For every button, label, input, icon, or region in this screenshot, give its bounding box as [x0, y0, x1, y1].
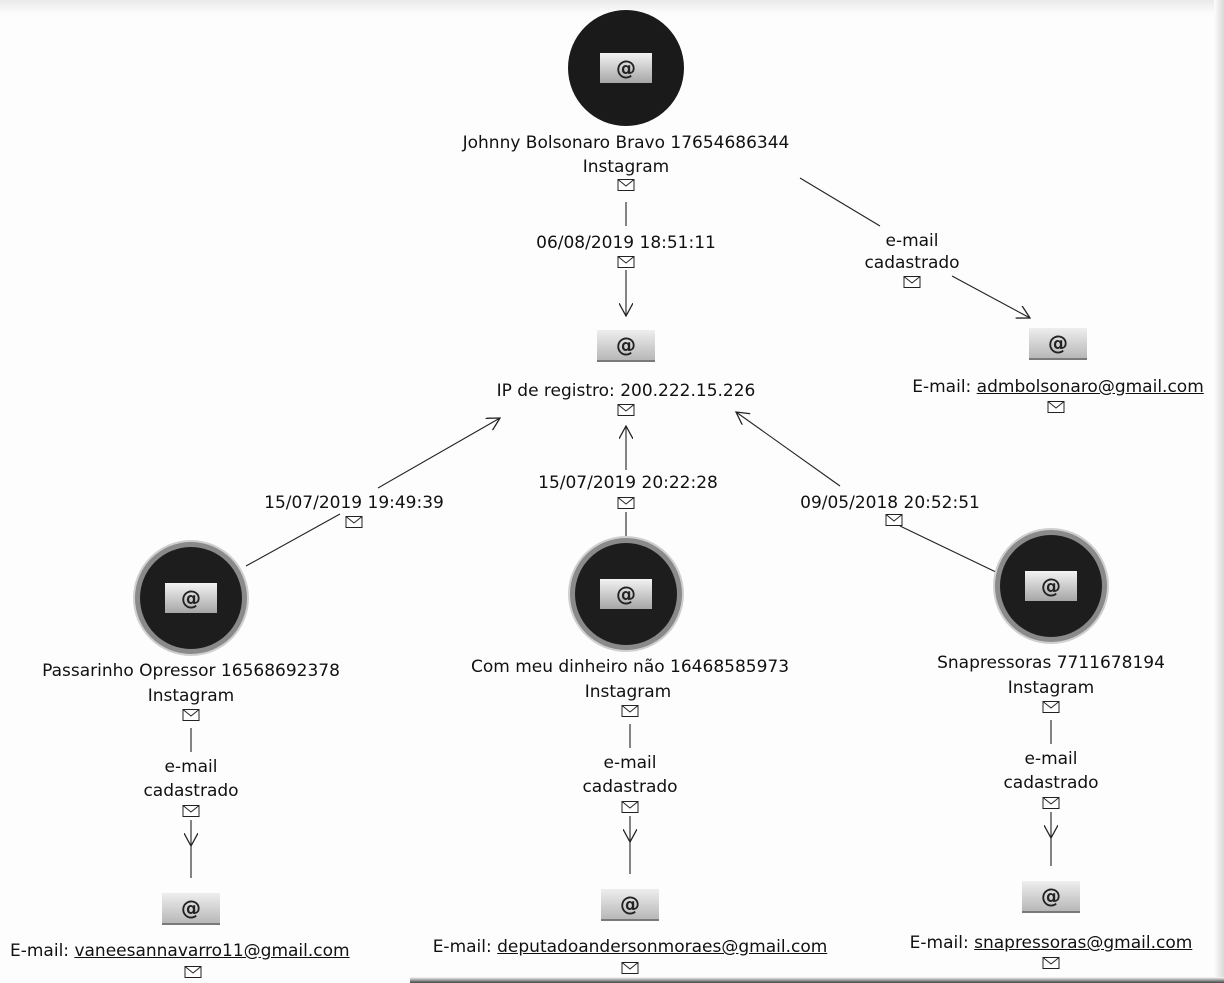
at-sign-icon: @: [165, 583, 217, 613]
envelope-icon: [885, 514, 903, 526]
at-sign-icon: @: [1048, 331, 1068, 355]
email-snap-link[interactable]: snapressoras@gmail.com: [974, 933, 1193, 953]
edge-snap-ip-label: 09/05/2018 20:52:51: [800, 493, 980, 513]
passarinho-name-label: Passarinho Opressor 16568692378: [42, 661, 340, 681]
envelope-icon: [182, 709, 200, 721]
envelope-icon: [621, 962, 639, 974]
johnny-platform-label: Instagram: [582, 157, 670, 177]
ip-label: IP de registro: 200.222.15.226: [496, 381, 756, 401]
edge-passarinho-email-label-2: cadastrado: [143, 781, 239, 801]
envelope-icon: [621, 801, 639, 813]
edge-johnny-ip-label: 06/08/2019 18:51:11: [536, 233, 716, 253]
envelope-icon: [1042, 797, 1060, 809]
edge-johnny-email-label-2: cadastrado: [864, 253, 960, 273]
edge-snap-email-label-1: e-mail: [1024, 749, 1078, 769]
passarinho-platform-label: Instagram: [147, 686, 235, 706]
edge-commeu-email-label-2: cadastrado: [582, 777, 678, 797]
at-sign-icon: @: [620, 892, 640, 916]
johnny-name-label: Johnny Bolsonaro Bravo 17654686344: [462, 133, 790, 153]
johnny-avatar[interactable]: @: [568, 10, 684, 126]
email-prefix: E-mail:: [10, 941, 75, 961]
email-vanees-link[interactable]: vaneesannavarro11@gmail.com: [74, 941, 350, 961]
scan-border-top: [0, 0, 1224, 14]
email-prefix: E-mail:: [909, 933, 975, 953]
envelope-icon: [1042, 957, 1060, 969]
snap-name-label: Snapressoras 7711678194: [937, 653, 1165, 673]
email-deputado-link[interactable]: deputadoandersonmoraes@gmail.com: [497, 937, 828, 957]
edge-passarinho-ip-arrow: [377, 418, 500, 489]
edge-snap-ip-arrow: [736, 412, 841, 487]
at-sign-icon: @: [600, 579, 652, 609]
edge-passarinho-ip-label: 15/07/2019 19:49:39: [264, 493, 444, 513]
commeu-platform-label: Instagram: [584, 682, 672, 702]
envelope-icon: [182, 805, 200, 817]
edge-snap-ip: [899, 525, 1001, 575]
envelope-icon: [345, 516, 363, 528]
edge-commeu-ip-label: 15/07/2019 20:22:28: [538, 473, 718, 493]
edge-snap-email-label-2: cadastrado: [1003, 773, 1099, 793]
passarinho-avatar[interactable]: @: [140, 547, 242, 649]
envelope-icon: [1047, 401, 1065, 413]
email-snap-icon[interactable]: @: [1022, 881, 1080, 913]
envelope-icon: [617, 256, 635, 268]
commeu-avatar[interactable]: @: [575, 543, 677, 645]
at-sign-icon: @: [616, 333, 636, 357]
email-prefix: E-mail:: [912, 377, 977, 397]
email-admbolsonaro-label: E-mail: admbolsonaro@gmail.com: [912, 376, 1204, 398]
edge-johnny-email-arrow: [951, 275, 1030, 318]
edge-passarinho-ip: [245, 513, 341, 567]
edge-johnny-email: [799, 177, 881, 227]
envelope-icon: [1042, 701, 1060, 713]
at-sign-icon: @: [600, 53, 652, 83]
edge-passarinho-email-label-1: e-mail: [164, 757, 218, 777]
commeu-name-label: Com meu dinheiro não 16468585973: [470, 657, 790, 677]
envelope-icon: [617, 404, 635, 416]
at-sign-icon: @: [1025, 571, 1077, 601]
email-deputado-label: E-mail: deputadoandersonmoraes@gmail.com: [433, 936, 828, 958]
envelope-icon: [903, 276, 921, 288]
envelope-icon: [617, 179, 635, 191]
email-admbolsonaro-icon[interactable]: @: [1029, 328, 1087, 360]
envelope-icon: [621, 705, 639, 717]
envelope-icon: [184, 966, 202, 978]
email-vanees-label: E-mail: vaneesannavarro11@gmail.com: [10, 940, 350, 962]
at-sign-icon: @: [1041, 884, 1061, 908]
email-deputado-icon[interactable]: @: [601, 889, 659, 921]
envelope-icon: [617, 497, 635, 509]
email-prefix: E-mail:: [432, 937, 498, 957]
edge-johnny-email-label-1: e-mail: [885, 231, 939, 251]
edge-commeu-email-label-1: e-mail: [603, 753, 657, 773]
snap-platform-label: Instagram: [1007, 678, 1095, 698]
ip-node-icon[interactable]: @: [597, 330, 655, 362]
scan-border-right: [1214, 0, 1224, 983]
at-sign-icon: @: [181, 896, 201, 920]
scan-border-bottom: [410, 977, 1224, 983]
email-snap-label: E-mail: snapressoras@gmail.com: [910, 932, 1193, 954]
snap-avatar[interactable]: @: [1000, 535, 1102, 637]
email-vanees-icon[interactable]: @: [162, 893, 220, 925]
email-admbolsonaro-link[interactable]: admbolsonaro@gmail.com: [976, 377, 1204, 397]
